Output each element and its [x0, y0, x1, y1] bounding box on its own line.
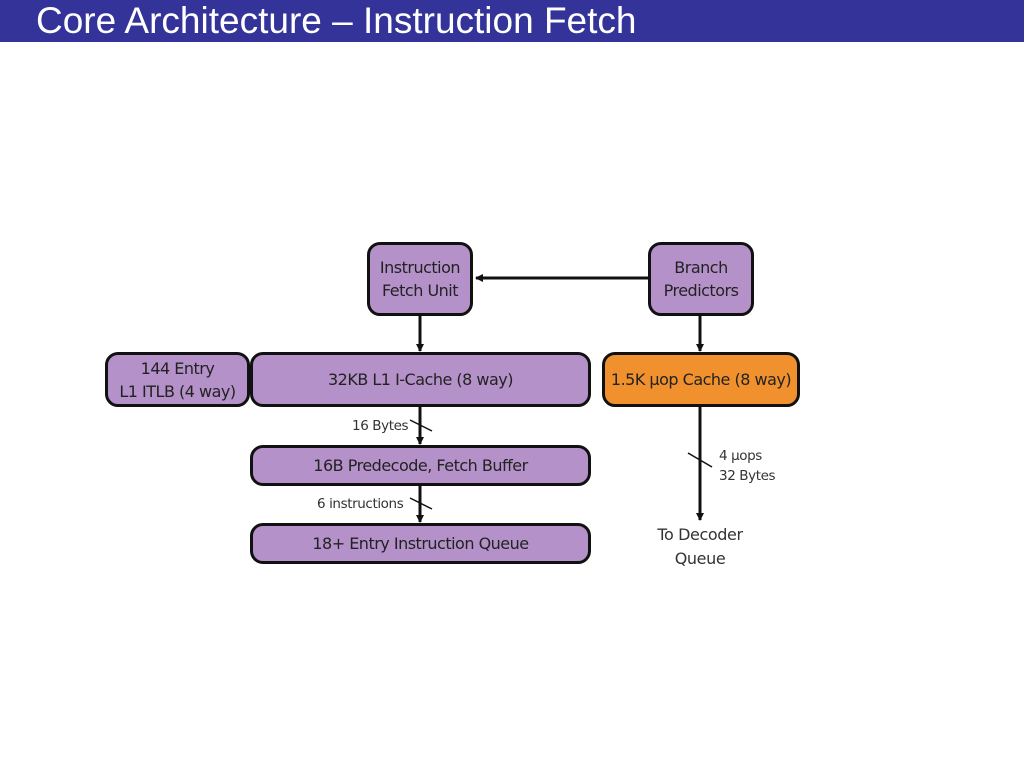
- label-16-bytes: 16 Bytes: [352, 418, 409, 434]
- predecode-label: 16B Predecode, Fetch Buffer: [313, 456, 528, 475]
- instruction-queue-box: 18+ Entry Instruction Queue: [250, 523, 591, 564]
- icache-label: 32KB L1 I-Cache (8 way): [327, 370, 514, 389]
- fetch-unit-label: Instruction Fetch Unit: [379, 258, 461, 300]
- page-title: Core Architecture – Instruction Fetch: [36, 0, 637, 41]
- bus-slash-6instr: [409, 497, 433, 510]
- label-6-instructions: 6 instructions: [317, 496, 404, 512]
- branch-predictors-label: Branch Predictors: [663, 258, 739, 300]
- itlb-box: 144 Entry L1 ITLB (4 way): [105, 352, 250, 407]
- itlb-label: 144 Entry L1 ITLB (4 way): [119, 358, 236, 401]
- icache-box: 32KB L1 I-Cache (8 way): [250, 352, 591, 407]
- label-to-decoder: To Decoder Queue: [657, 525, 743, 568]
- fetch-unit-box: Instruction Fetch Unit: [367, 242, 473, 316]
- bus-slash-16bytes: [409, 419, 433, 432]
- branch-predictors-box: Branch Predictors: [648, 242, 754, 316]
- title-bar: Core Architecture – Instruction Fetch: [0, 0, 1024, 42]
- uop-cache-box: 1.5K μop Cache (8 way): [602, 352, 800, 407]
- instruction-queue-label: 18+ Entry Instruction Queue: [312, 534, 529, 553]
- label-uops: 4 μops 32 Bytes: [719, 448, 776, 484]
- bus-slash-uops: [687, 452, 713, 468]
- predecode-box: 16B Predecode, Fetch Buffer: [250, 445, 591, 486]
- uop-cache-label: 1.5K μop Cache (8 way): [610, 370, 792, 389]
